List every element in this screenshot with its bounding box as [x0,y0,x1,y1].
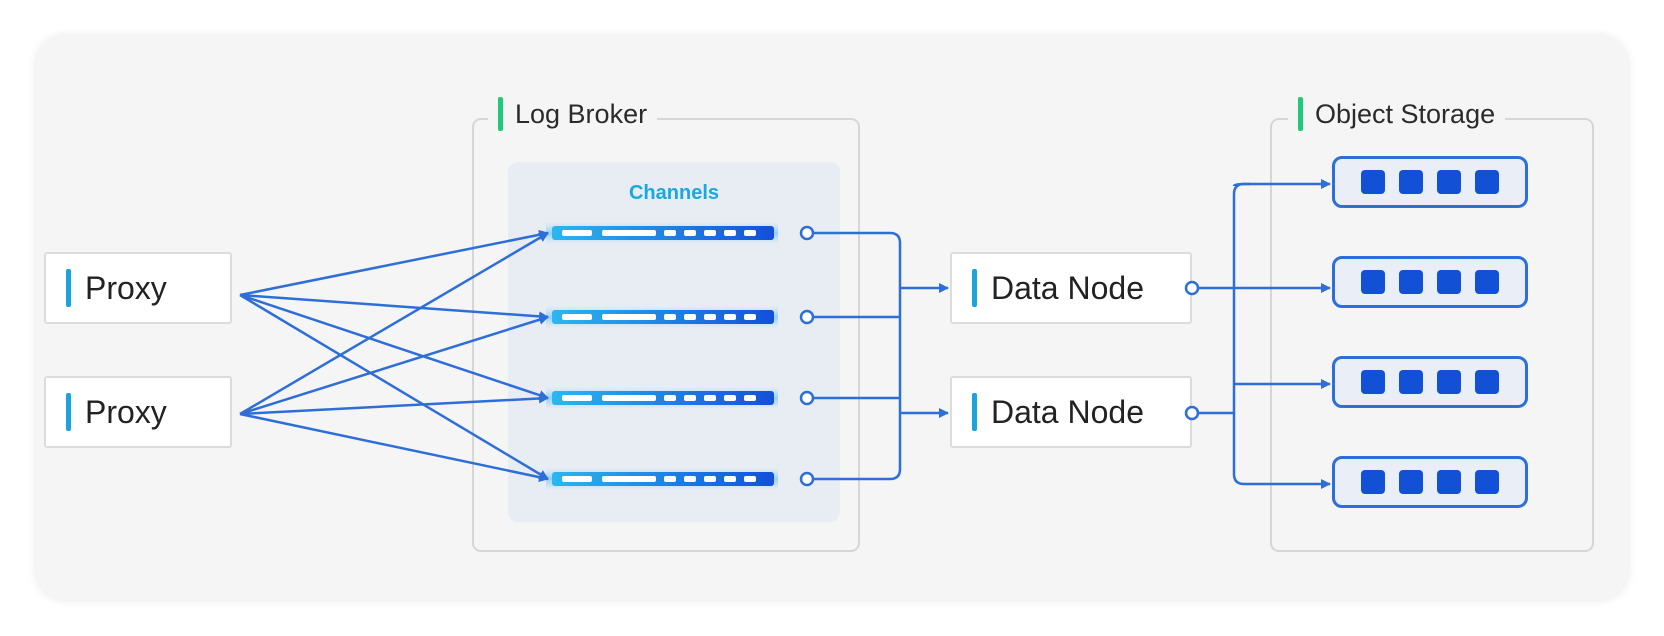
storage-block [1361,370,1385,394]
proxy-to-channel-arrows [239,229,549,483]
data-node-accent-bar [972,393,977,431]
data-node-label: Data Node [991,393,1144,430]
datanode-2-port [1184,405,1200,421]
storage-block [1361,170,1385,194]
log-broker-label: Log Broker [488,96,658,132]
storage-block [1399,370,1423,394]
storage-object-3 [1332,356,1528,408]
channel-bar-1 [546,222,815,244]
proxy-label: Proxy [85,393,167,430]
storage-block [1475,170,1499,194]
storage-block [1361,470,1385,494]
storage-block [1437,270,1461,294]
data-node-1: Data Node [950,252,1192,324]
object-storage-title: Object Storage [1315,98,1496,129]
object-storage-accent-bar [1298,97,1303,131]
proxy-node-2: Proxy [44,376,232,448]
storage-block [1399,170,1423,194]
object-storage-label: Object Storage [1288,96,1506,132]
storage-block [1437,470,1461,494]
datanode-to-storage-lines [1198,182,1250,486]
datanode-to-storage-arrows [1198,179,1331,489]
channel-to-datanode-arrows [900,283,949,418]
storage-object-2 [1332,256,1528,308]
data-node-accent-bar [972,269,977,307]
data-node-2: Data Node [950,376,1192,448]
data-node-label: Data Node [991,269,1144,306]
proxy-node-1: Proxy [44,252,232,324]
log-broker-accent-bar [498,97,503,131]
proxy-accent-bar [66,269,71,307]
datanode-1-port [1184,280,1200,296]
storage-block [1399,270,1423,294]
storage-object-1 [1332,156,1528,208]
channel-bar-3 [546,387,815,409]
channel-bar-2 [546,306,815,328]
channel-bar-4 [546,468,815,490]
channel-to-datanode-lines [813,231,902,481]
storage-block [1437,170,1461,194]
storage-object-4 [1332,456,1528,508]
channels-label: Channels [628,182,720,204]
storage-block [1475,470,1499,494]
storage-block [1475,270,1499,294]
proxy-label: Proxy [85,269,167,306]
log-broker-group [472,118,860,552]
storage-block [1399,470,1423,494]
proxy-accent-bar [66,393,71,431]
log-broker-title: Log Broker [515,98,648,129]
storage-block [1361,270,1385,294]
storage-block [1475,370,1499,394]
storage-block [1437,370,1461,394]
